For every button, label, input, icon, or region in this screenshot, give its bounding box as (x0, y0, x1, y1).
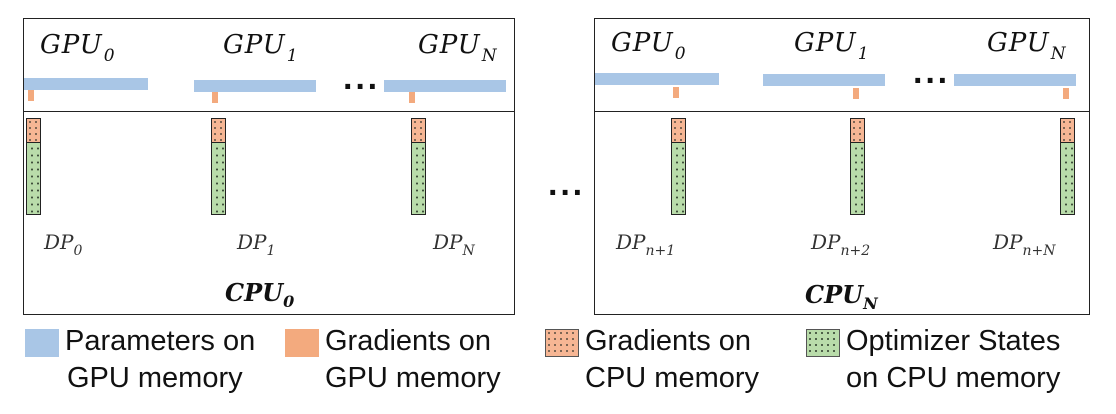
legend-swatch-gradients-gpu (285, 329, 319, 357)
node-0-gpu-n-label: GPUN (418, 30, 498, 66)
node-n-gpu-1-gradient-bar (853, 88, 859, 99)
node-n-gpu-0-gradient-bar (673, 87, 679, 98)
node-0-cpu-label: CPU0 (225, 278, 295, 311)
node-0-gpu-1-label: GPU1 (223, 30, 299, 66)
node-0-box (23, 18, 515, 315)
legend-swatch-gradients-cpu (545, 329, 579, 357)
legend-label-gradients-gpu: Gradients on GPU memory (325, 325, 501, 394)
node-n-gpu-1-label: GPU1 (794, 28, 870, 64)
node-n-gpu-ellipsis: ··· (913, 62, 950, 100)
node-n-dp-n1-gradients (671, 118, 686, 143)
node-0-gpu-n-gradient-bar (409, 92, 415, 103)
node-0-dp-0-gradients (26, 118, 41, 143)
node-0-dp-n-label: DPN (433, 230, 475, 259)
node-n-dp-nn-label: DPn+N (993, 230, 1056, 259)
node-0-gpu-0-parameters-bar (24, 78, 148, 90)
node-0-dp-1-optimizer-states (211, 142, 226, 215)
legend-label-parameters-gpu: Parameters on GPU memory (65, 325, 256, 394)
node-0-dp-n-optimizer-states (411, 142, 426, 215)
node-0-gpu-n-parameters-bar (384, 80, 506, 92)
node-n-gpu-n-label: GPUN (987, 28, 1067, 64)
node-n-gpu-n-gradient-bar (1063, 88, 1069, 99)
node-n-dp-n2-optimizer-states (850, 142, 865, 215)
node-0-gpu-1-parameters-bar (194, 80, 316, 92)
node-0-gpu-cpu-divider (23, 111, 515, 112)
node-0-dp-1-gradients (211, 118, 226, 143)
node-0-gpu-0-label: GPU0 (40, 30, 116, 66)
legend-swatch-optimizer-cpu (806, 329, 840, 357)
node-0-dp-0-label: DP0 (44, 230, 83, 259)
legend-swatch-parameters-gpu (25, 329, 59, 357)
node-n-gpu-n-parameters-bar (954, 74, 1076, 86)
node-0-gpu-1-gradient-bar (212, 92, 218, 103)
node-n-dp-nn-optimizer-states (1060, 142, 1075, 215)
node-0-dp-n-gradients (411, 118, 426, 143)
node-n-dp-n2-label: DPn+2 (811, 230, 871, 259)
legend-label-gradients-cpu: Gradients on CPU memory (585, 325, 760, 394)
node-0-dp-1-label: DP1 (237, 230, 276, 259)
node-n-cpu-label: CPUN (805, 280, 878, 313)
node-n-gpu-0-parameters-bar (595, 73, 719, 85)
node-n-dp-n1-optimizer-states (671, 142, 686, 215)
node-0-dp-0-optimizer-states (26, 142, 41, 215)
node-n-dp-n2-gradients (850, 118, 865, 143)
node-0-gpu-0-gradient-bar (28, 90, 34, 101)
node-n-gpu-0-label: GPU0 (611, 28, 687, 64)
node-n-gpu-cpu-divider (594, 111, 1090, 112)
legend-label-optimizer-cpu: Optimizer States on CPU memory (846, 325, 1061, 394)
node-n-dp-n1-label: DPn+1 (616, 230, 676, 259)
node-n-box (594, 18, 1090, 315)
between-nodes-ellipsis: ··· (548, 174, 585, 212)
node-n-dp-nn-gradients (1060, 118, 1075, 143)
node-n-gpu-1-parameters-bar (763, 74, 885, 86)
node-0-gpu-ellipsis: ··· (343, 68, 380, 106)
